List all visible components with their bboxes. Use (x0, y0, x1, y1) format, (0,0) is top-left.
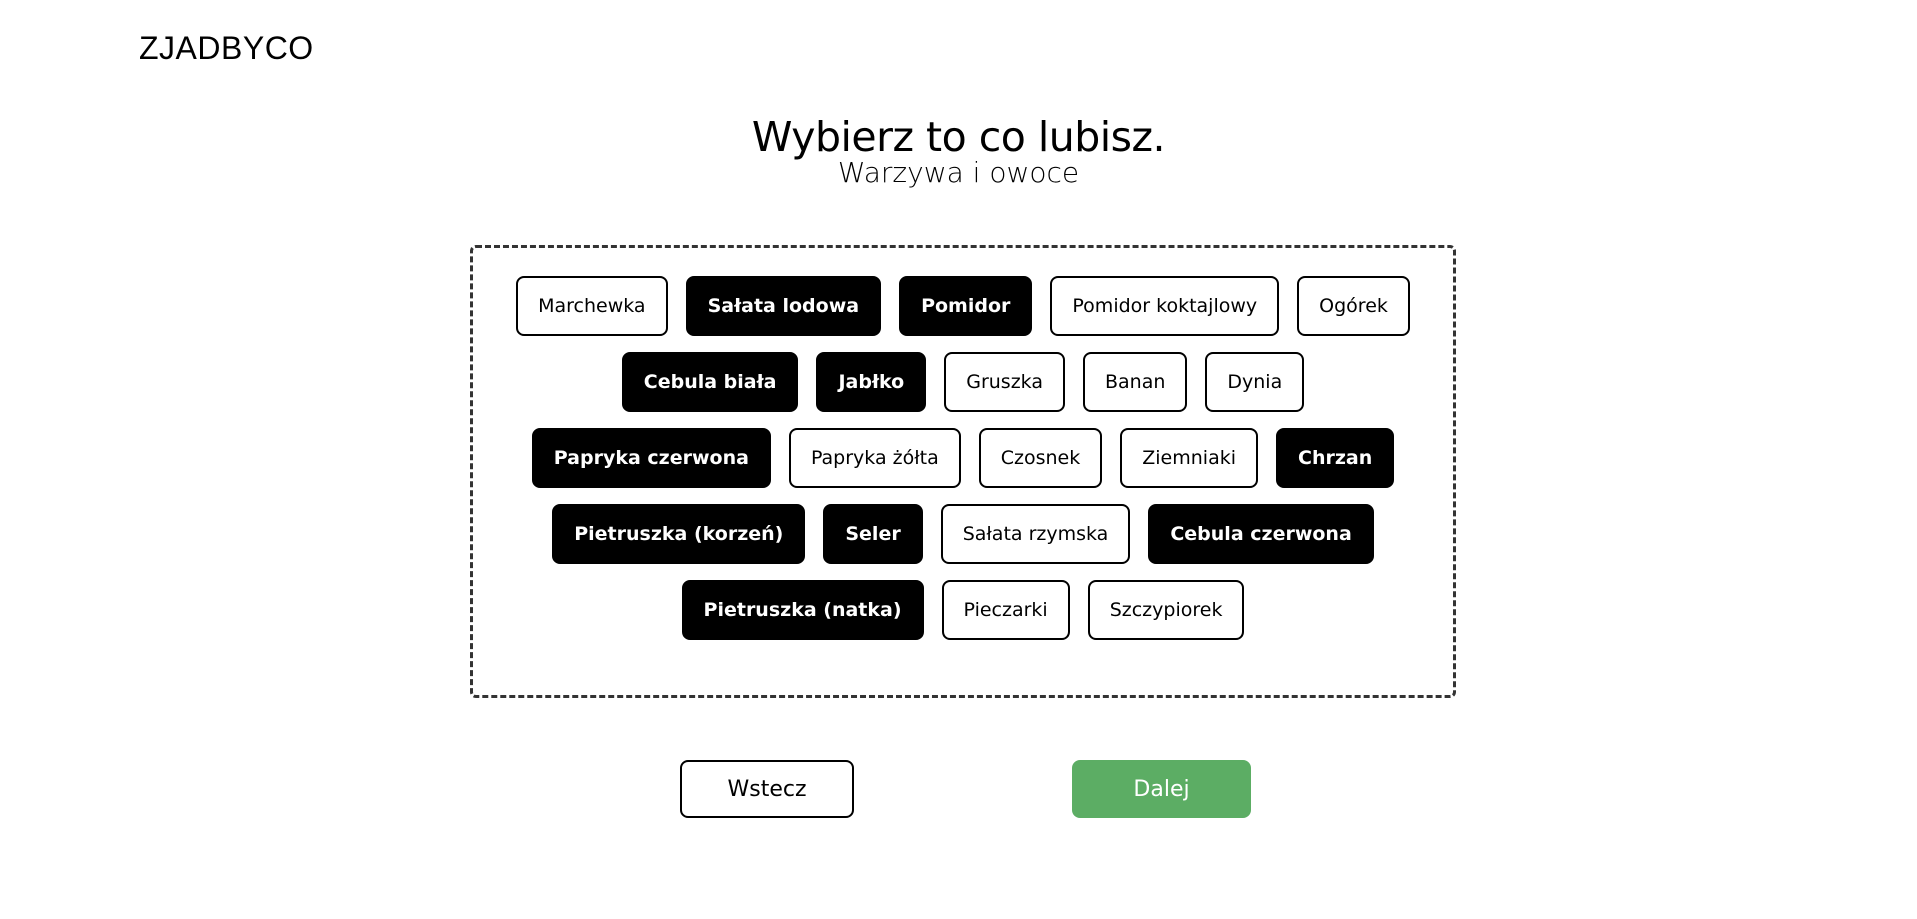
item-chip-label: Pomidor (921, 295, 1011, 317)
back-button[interactable]: Wstecz (680, 760, 854, 818)
item-chip-label: Seler (845, 523, 901, 545)
item-chip-label: Banan (1104, 371, 1166, 393)
item-chip[interactable]: Ogórek (1297, 276, 1410, 336)
item-chip[interactable]: Jabłko (816, 352, 927, 412)
item-chip-label: Czosnek (1000, 447, 1081, 469)
item-chip-label: Pomidor koktajlowy (1072, 295, 1258, 317)
item-chip[interactable]: Gruszka (944, 352, 1065, 412)
item-chip[interactable]: Papryka żółta (788, 428, 961, 488)
item-chip[interactable]: Pietruszka (natka) (681, 580, 924, 640)
item-chip-label: Cebula biała (643, 371, 777, 393)
item-chip[interactable]: Seler (823, 504, 923, 564)
item-chip-label: Sałata lodowa (707, 295, 860, 317)
item-chip-label: Ziemniaki (1142, 447, 1236, 469)
item-chip[interactable]: Pieczarki (941, 580, 1070, 640)
item-chip[interactable]: Pomidor (899, 276, 1033, 336)
page-subtitle: Warzywa i owoce (837, 156, 1080, 189)
item-chip-label: Pietruszka (korzeń) (574, 523, 784, 545)
item-chip[interactable]: Sałata lodowa (685, 276, 882, 336)
item-chip-label: Pieczarki (963, 599, 1048, 621)
item-chip-label: Cebula czerwona (1170, 523, 1352, 545)
item-chip[interactable]: Szczypiorek (1087, 580, 1245, 640)
item-chip[interactable]: Cebula biała (621, 352, 799, 412)
selection-area: Marchewka Sałata lodowa Pomidor Pomidor … (470, 245, 1456, 698)
page-heading: Wybierz to co lubisz. Warzywa i owoce (0, 112, 1917, 190)
item-chip-label: Papryka czerwona (553, 447, 749, 469)
item-chip-label: Szczypiorek (1109, 599, 1223, 621)
item-chip[interactable]: Banan (1082, 352, 1188, 412)
item-chip[interactable]: Marchewka (516, 276, 668, 336)
item-chip-label: Jabłko (838, 371, 905, 393)
item-chip-label: Pietruszka (natka) (703, 599, 902, 621)
item-chip[interactable]: Cebula czerwona (1148, 504, 1374, 564)
logo[interactable]: ZJADBYCO (139, 30, 314, 66)
item-chip-label: Ogórek (1319, 295, 1388, 317)
item-chip[interactable]: Papryka czerwona (531, 428, 771, 488)
item-chip[interactable]: Sałata rzymska (940, 504, 1131, 564)
item-chip-label: Dynia (1227, 371, 1283, 393)
item-chip[interactable]: Pietruszka (korzeń) (552, 504, 806, 564)
page-title: Wybierz to co lubisz. (751, 113, 1166, 161)
item-chip-list: Marchewka Sałata lodowa Pomidor Pomidor … (513, 276, 1413, 640)
next-button[interactable]: Dalej (1072, 760, 1251, 818)
item-chip-label: Sałata rzymska (962, 523, 1109, 545)
item-chip-label: Papryka żółta (810, 447, 939, 469)
item-chip[interactable]: Ziemniaki (1120, 428, 1258, 488)
item-chip-label: Gruszka (966, 371, 1043, 393)
item-chip[interactable]: Dynia (1205, 352, 1305, 412)
item-chip[interactable]: Chrzan (1276, 428, 1395, 488)
item-chip-label: Marchewka (538, 295, 646, 317)
item-chip[interactable]: Pomidor koktajlowy (1050, 276, 1280, 336)
item-chip[interactable]: Czosnek (978, 428, 1103, 488)
item-chip-label: Chrzan (1298, 447, 1373, 469)
